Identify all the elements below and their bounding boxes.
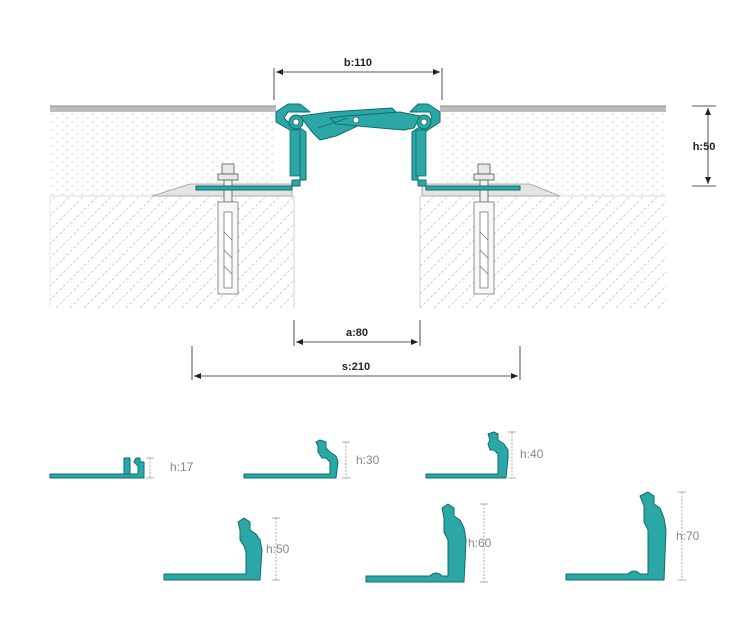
dimension-a-label: a:80 <box>346 327 368 339</box>
left-concrete-slab <box>50 196 295 308</box>
variant-h60: h:60 <box>365 503 492 583</box>
right-screed-layer <box>420 105 666 197</box>
right-hinge-hole <box>420 118 428 126</box>
variant-h17-profile <box>49 457 145 479</box>
dimension-b-label: b:110 <box>344 57 372 69</box>
variant-h70-label: h:70 <box>676 529 700 543</box>
variant-h30-profile <box>243 439 339 479</box>
variant-h30-label: h:30 <box>356 453 380 467</box>
variant-h60-label: h:60 <box>468 536 492 550</box>
dimension-h: h:50 <box>692 105 716 187</box>
main-section: b:110 h:50 a:80 s:210 <box>49 57 716 380</box>
right-joint-profile <box>409 103 521 191</box>
left-cover-slot <box>317 117 349 129</box>
variant-h70-profile <box>565 491 667 581</box>
variant-h50-profile <box>163 517 263 581</box>
dimension-h-label: h:50 <box>693 141 716 153</box>
variant-h60-profile <box>365 503 467 583</box>
variant-h50-label: h:50 <box>266 542 290 556</box>
right-concrete-slab <box>419 196 666 308</box>
variant-h40-label: h:40 <box>520 447 544 461</box>
right-profile-vertical <box>415 129 427 177</box>
left-anchor <box>217 163 239 295</box>
variant-h70: h:70 <box>565 491 700 581</box>
variant-h40: h:40 <box>425 431 544 479</box>
left-screed-layer <box>49 105 294 308</box>
left-profile-vertical <box>289 129 301 177</box>
dimension-s-label: s:210 <box>342 361 370 373</box>
dimension-b: b:110 <box>273 57 443 100</box>
cover-pivot <box>352 116 360 124</box>
left-hinge-hole <box>292 118 300 126</box>
dimension-s: s:210 <box>191 346 521 380</box>
variant-h17: h:17 <box>49 457 194 479</box>
dimension-a: a:80 <box>293 320 421 346</box>
right-cover-plate <box>329 111 421 131</box>
variant-h40-profile <box>425 431 509 479</box>
variant-h17-label: h:17 <box>170 460 194 474</box>
variant-h30: h:30 <box>243 439 380 479</box>
left-joint-profile <box>195 103 311 191</box>
profile-variants: h:17 h:30 h:40 h:50 <box>49 431 700 583</box>
variant-h50: h:50 <box>163 517 290 581</box>
right-anchor <box>473 163 495 295</box>
